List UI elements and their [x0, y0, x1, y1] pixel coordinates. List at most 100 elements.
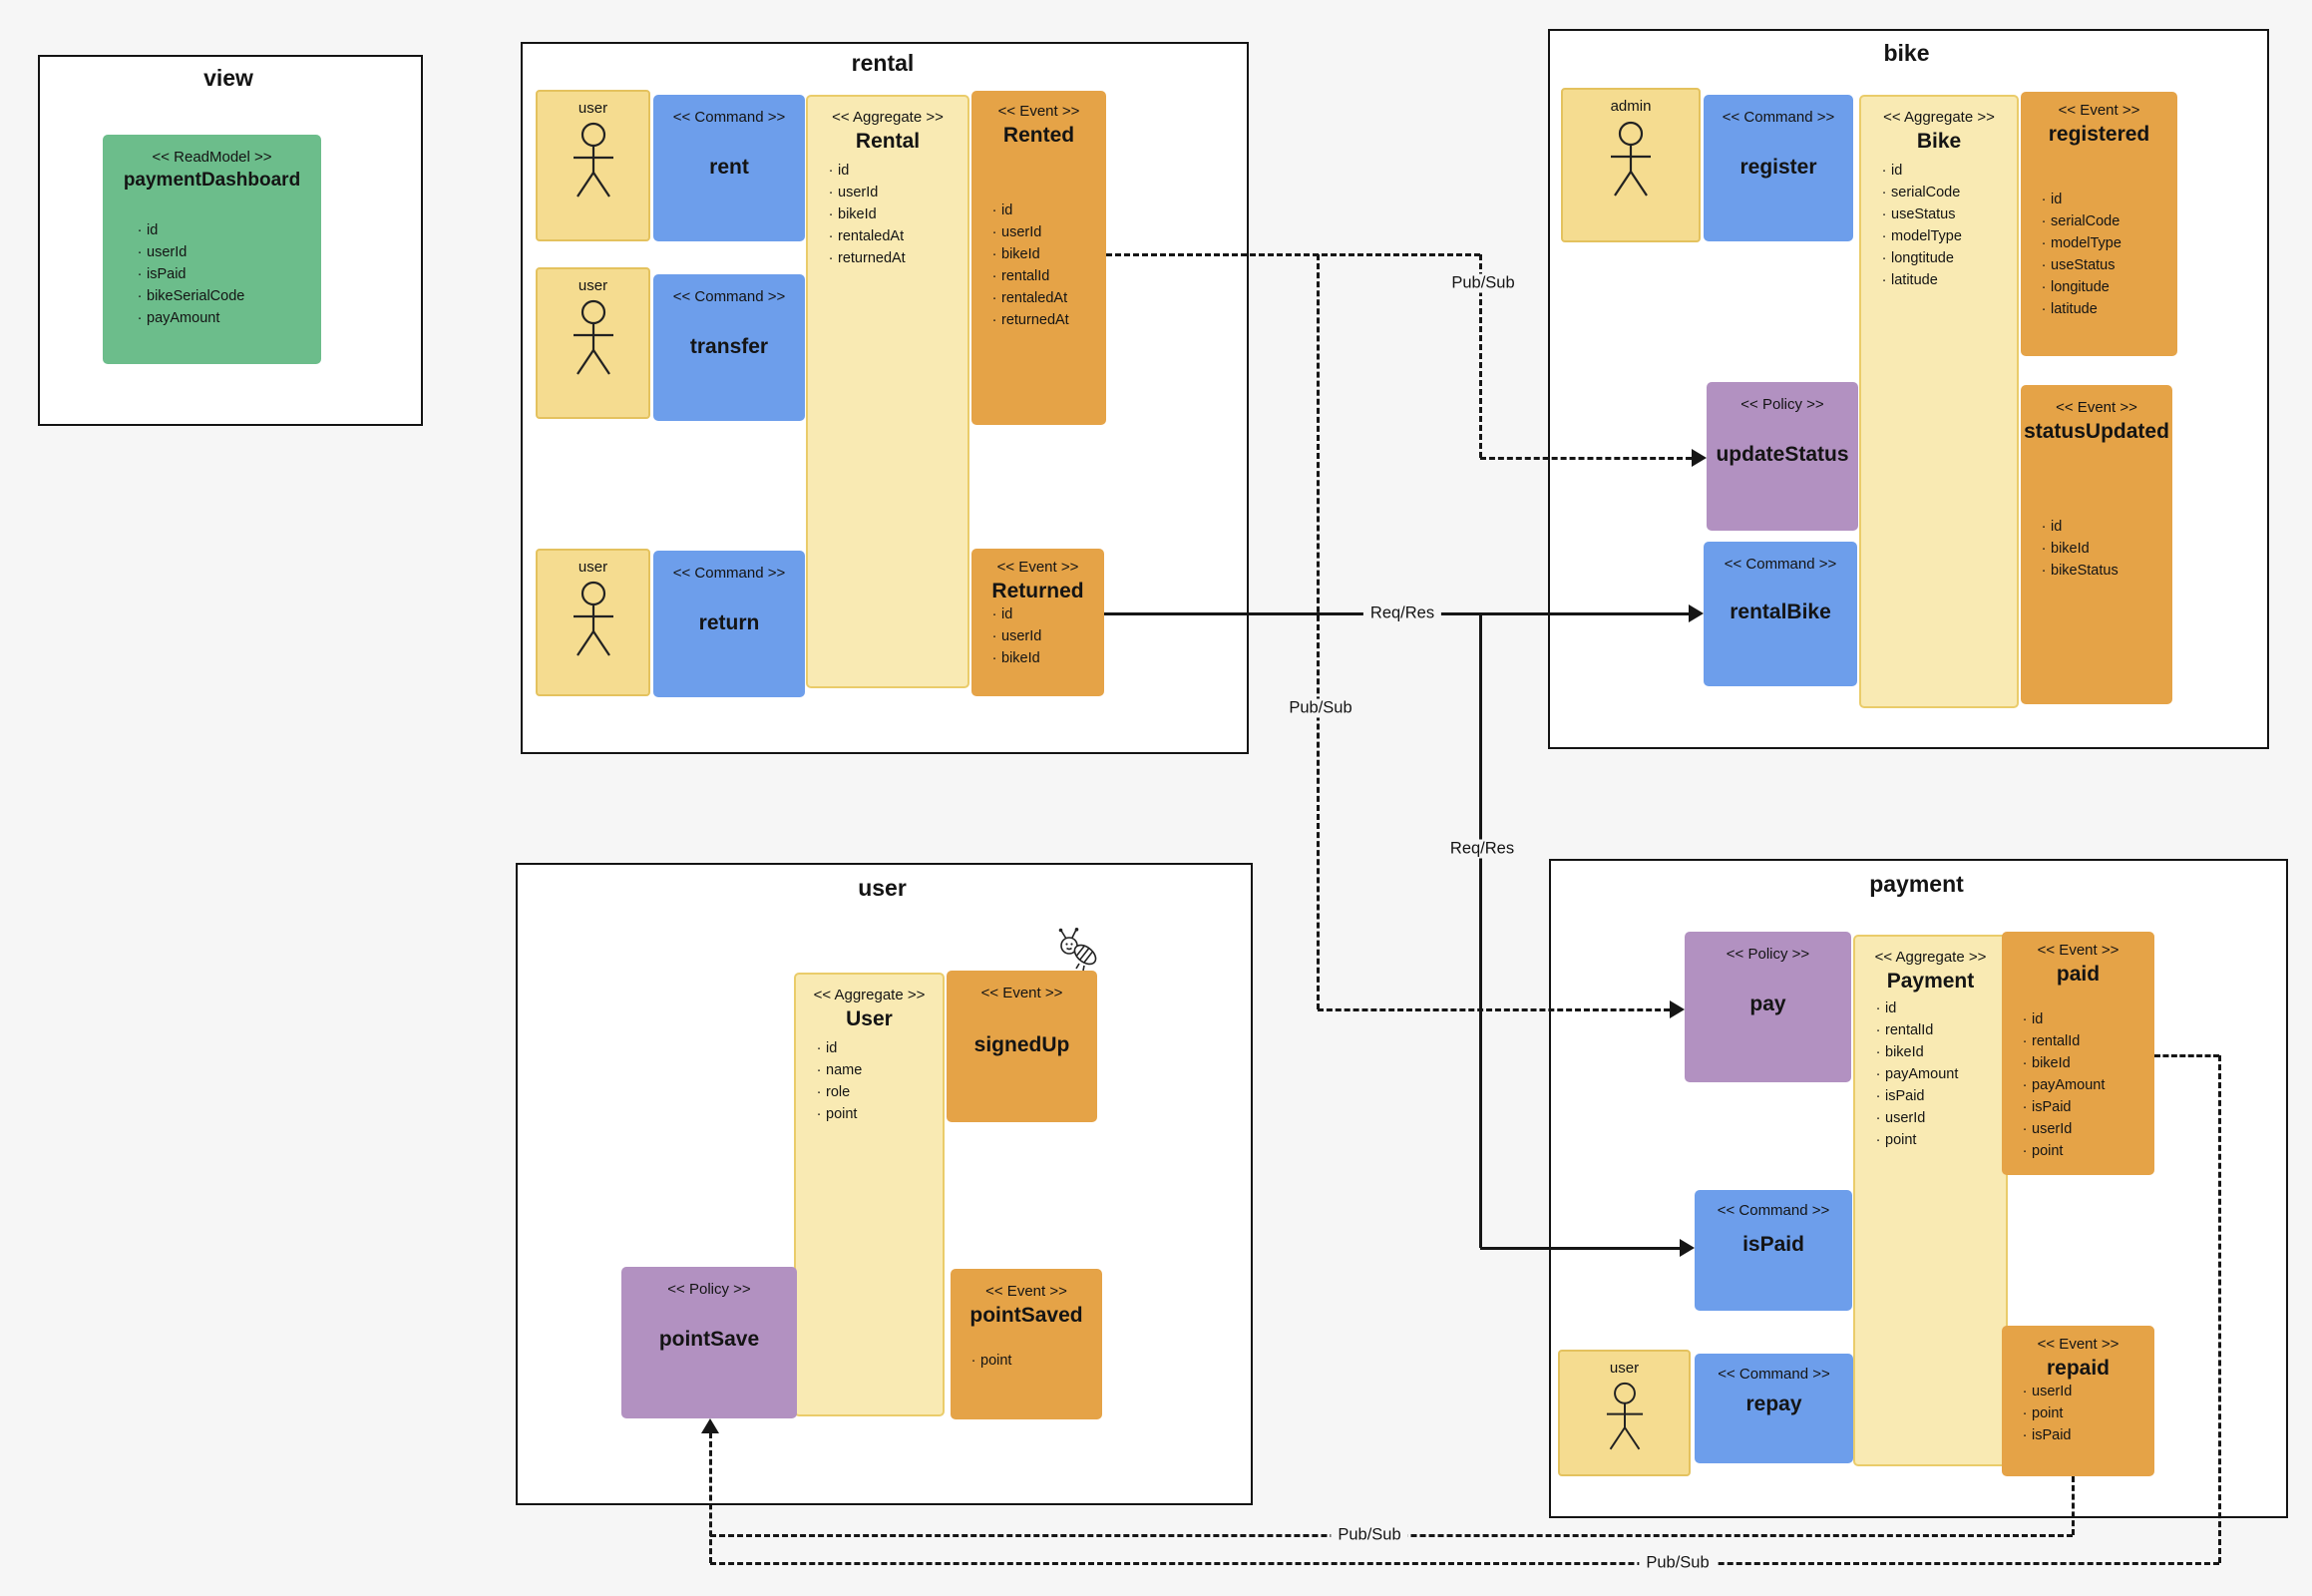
connector-paid-out-h [2154, 1054, 2219, 1057]
aggregate-fields: ·id·name·role·point [816, 1040, 863, 1122]
label-pubsub-4: Pub/Sub [1639, 1553, 1717, 1573]
event-name: pointSaved [969, 1304, 1083, 1327]
event-paid[interactable]: << Event >> paid ·id·rentalId·bikeId·pay… [2002, 932, 2154, 1175]
actor-user-repay[interactable]: user [1558, 1350, 1691, 1476]
event-name: registered [2048, 123, 2150, 146]
actor-label: user [578, 559, 608, 576]
stereotype-event: << Event >> [2058, 102, 2140, 119]
arrowhead-into-pay [1670, 1000, 1685, 1018]
event-registered[interactable]: << Event >> registered ·id·serialCode·mo… [2021, 92, 2177, 356]
stereotype-aggregate: << Aggregate >> [1874, 949, 1987, 966]
stereotype-command: << Command >> [1722, 109, 1835, 126]
connector-paid-to-pointsave-h [710, 1562, 2219, 1565]
policy-update-status[interactable]: << Policy >> updateStatus [1707, 382, 1858, 531]
command-rental-bike[interactable]: << Command >> rentalBike [1704, 542, 1857, 686]
stereotype-event: << Event >> [996, 559, 1079, 576]
event-name: Rented [1002, 124, 1075, 147]
arrowhead-into-pointsave [701, 1418, 719, 1433]
connector-rented-to-updatestatus-v [1479, 254, 1482, 458]
actor-user-return[interactable]: user [536, 549, 650, 696]
stereotype-event: << Event >> [2056, 399, 2137, 416]
event-fields: ·userId·point·isPaid [2022, 1384, 2073, 1443]
connector-returned-to-ispaid-v [1479, 613, 1482, 1248]
aggregate-payment[interactable]: << Aggregate >> Payment ·id·rentalId·bik… [1853, 935, 2008, 1466]
person-icon [1611, 121, 1651, 197]
aggregate-name: Rental [855, 130, 921, 153]
label-reqres-2: Req/Res [1442, 839, 1522, 859]
stereotype-readmodel: << ReadModel >> [152, 149, 272, 166]
stereotype-policy: << Policy >> [667, 1281, 751, 1298]
command-name: repay [1745, 1393, 1802, 1415]
connector-repaid-down-v [2072, 1476, 2075, 1535]
person-icon [573, 581, 613, 656]
connector-returned-to-ispaid-h [1480, 1247, 1680, 1250]
aggregate-user[interactable]: << Aggregate >> User ·id·name·role·point [794, 973, 945, 1416]
command-is-paid[interactable]: << Command >> isPaid [1695, 1190, 1852, 1311]
stereotype-command: << Command >> [1718, 1366, 1830, 1383]
event-point-saved[interactable]: << Event >> pointSaved ·point [951, 1269, 1102, 1419]
actor-user-rent[interactable]: user [536, 90, 650, 241]
stereotype-aggregate: << Aggregate >> [832, 109, 944, 126]
event-signed-up[interactable]: << Event >> signedUp [947, 971, 1097, 1122]
stereotype-event: << Event >> [997, 103, 1080, 120]
actor-label: user [578, 277, 608, 294]
command-rent[interactable]: << Command >> rent [653, 95, 805, 241]
connector-rented-to-pay-h [1318, 1008, 1670, 1011]
label-pubsub-3: Pub/Sub [1331, 1525, 1408, 1545]
command-repay[interactable]: << Command >> repay [1695, 1354, 1853, 1463]
connector-up-to-pointsave-v [709, 1432, 712, 1563]
event-repaid[interactable]: << Event >> repaid ·userId·point·isPaid [2002, 1326, 2154, 1476]
event-name: Returned [991, 580, 1084, 602]
person-icon [1606, 1382, 1643, 1450]
command-name: transfer [689, 335, 769, 358]
person-icon [573, 299, 613, 375]
policy-point-save[interactable]: << Policy >> pointSave [621, 1267, 797, 1418]
actor-user-transfer[interactable]: user [536, 267, 650, 419]
command-transfer[interactable]: << Command >> transfer [653, 274, 805, 421]
actor-label: admin [1610, 98, 1652, 115]
stereotype-command: << Command >> [672, 109, 786, 126]
stereotype-aggregate: << Aggregate >> [813, 987, 926, 1003]
aggregate-rental[interactable]: << Aggregate >> Rental ·id·userId·bikeId… [806, 95, 969, 688]
command-return[interactable]: << Command >> return [653, 551, 805, 697]
readmodel-fields: ·id·userId·isPaid·bikeSerialCode·payAmou… [137, 222, 245, 326]
aggregate-fields: ·id·userId·bikeId·rentaledAt·returnedAt [828, 163, 906, 266]
command-name: rentalBike [1730, 600, 1831, 623]
bee-icon [1058, 928, 1097, 972]
stereotype-aggregate: << Aggregate >> [1883, 109, 1995, 126]
label-pubsub-2: Pub/Sub [1282, 698, 1359, 718]
policy-pay[interactable]: << Policy >> pay [1685, 932, 1851, 1082]
event-fields: ·id·bikeId·bikeStatus [2041, 519, 2119, 579]
actor-label: user [578, 100, 608, 117]
readmodel-payment-dashboard[interactable]: << ReadModel >> paymentDashboard ·id·use… [103, 135, 321, 364]
label-pubsub-1: Pub/Sub [1444, 273, 1522, 293]
context-user-title: user [858, 875, 907, 901]
arrowhead-into-rentalbike [1689, 604, 1704, 622]
context-bike-title: bike [1883, 40, 1930, 66]
stereotype-command: << Command >> [672, 288, 786, 305]
event-name: signedUp [973, 1033, 1070, 1056]
command-register[interactable]: << Command >> register [1704, 95, 1853, 241]
policy-name: pay [1749, 993, 1786, 1015]
person-icon [573, 122, 613, 198]
event-status-updated[interactable]: << Event >> statusUpdated ·id·bikeId·bik… [2021, 385, 2172, 704]
aggregate-bike[interactable]: << Aggregate >> Bike ·id·serialCode·useS… [1859, 95, 2019, 708]
stereotype-event: << Event >> [985, 1283, 1067, 1300]
command-name: rent [709, 156, 749, 179]
event-returned[interactable]: << Event >> Returned ·id·userId·bikeId [971, 549, 1104, 696]
event-fields: ·id·rentalId·bikeId·payAmount·isPaid·use… [2022, 1011, 2106, 1159]
context-payment-title: payment [1869, 871, 1964, 897]
policy-name: pointSave [658, 1328, 760, 1351]
context-view-title: view [203, 65, 253, 91]
actor-admin[interactable]: admin [1561, 88, 1701, 242]
aggregate-fields: ·id·serialCode·useStatus·modelType·longt… [1881, 163, 1962, 288]
stereotype-command: << Command >> [672, 565, 786, 582]
label-reqres-1: Req/Res [1362, 603, 1442, 623]
aggregate-name: Payment [1886, 970, 1975, 993]
command-name: return [698, 611, 760, 634]
event-fields: ·id·userId·bikeId·rentalId·rentaledAt·re… [991, 202, 1069, 328]
actor-label: user [1609, 1360, 1640, 1377]
connector-paid-down-v [2218, 1055, 2221, 1563]
event-rented[interactable]: << Event >> Rented ·id·userId·bikeId·ren… [971, 91, 1106, 425]
